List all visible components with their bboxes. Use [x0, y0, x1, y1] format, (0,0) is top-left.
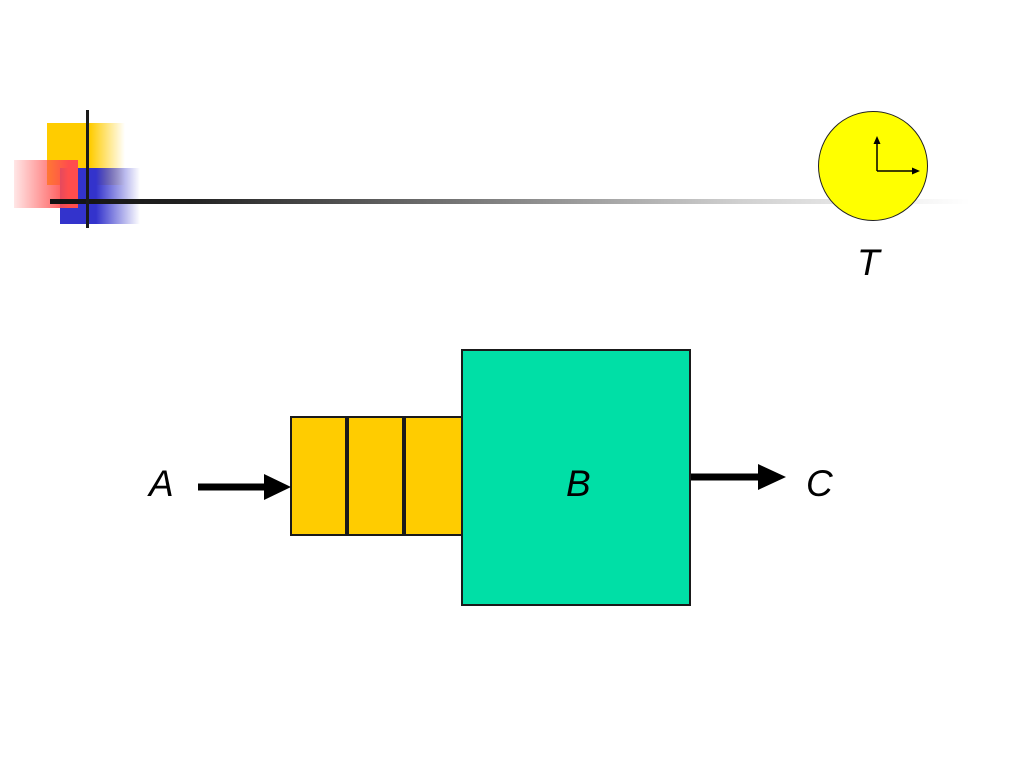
queue-slot	[290, 416, 347, 536]
timer-label: T	[857, 242, 880, 283]
input-label: A	[149, 463, 174, 504]
clock-hands-icon	[873, 136, 920, 175]
server-label: B	[566, 463, 591, 504]
output-arrow-icon	[691, 464, 786, 490]
header-vertical-line	[86, 110, 89, 228]
input-arrow-icon	[198, 474, 291, 500]
queue-slot	[347, 416, 404, 536]
queue-slot	[404, 416, 464, 536]
clock-icon	[818, 111, 928, 221]
header-divider-line	[50, 199, 970, 204]
server-box	[461, 349, 691, 606]
output-label: C	[806, 463, 833, 504]
